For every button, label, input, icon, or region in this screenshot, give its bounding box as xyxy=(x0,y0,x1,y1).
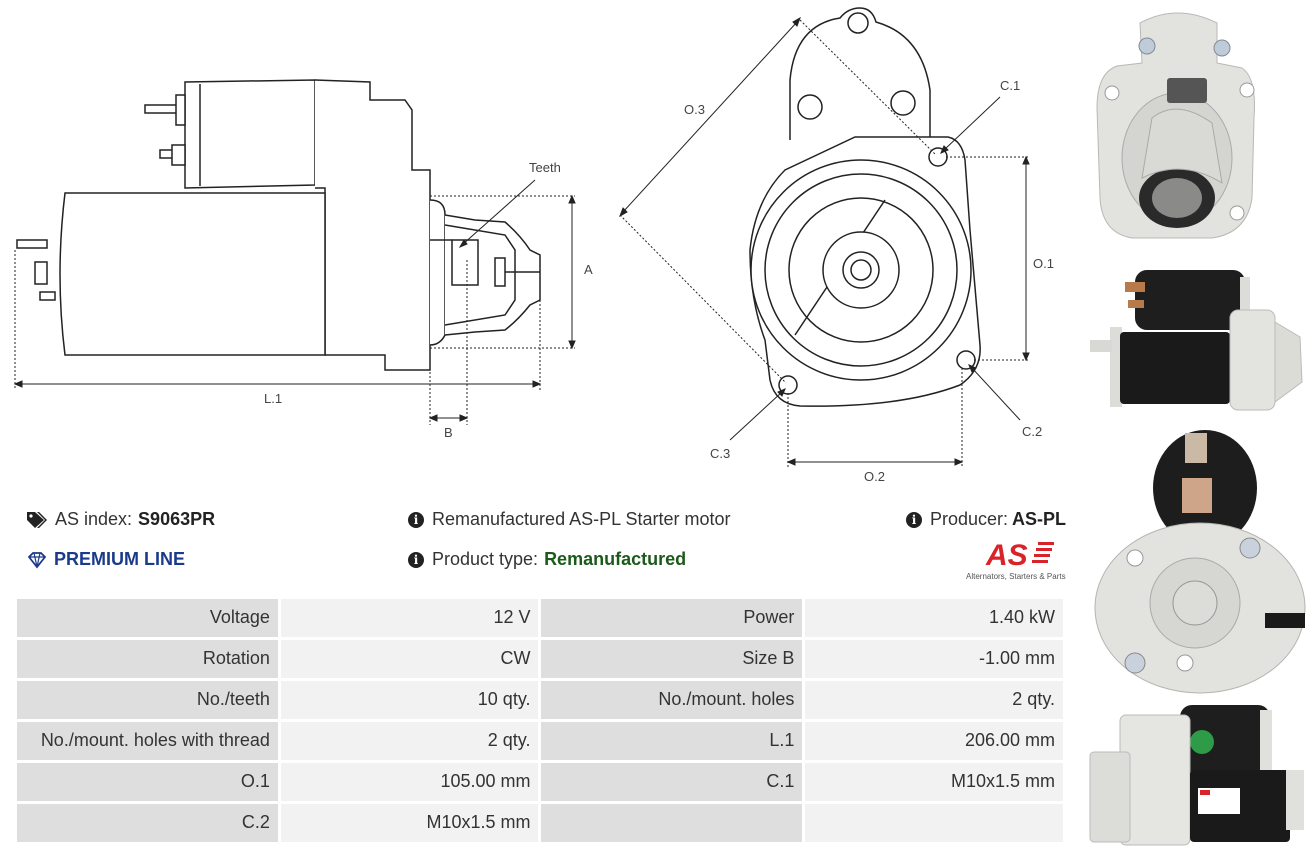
dimension-a-label: A xyxy=(584,262,593,277)
producer-label: Producer: xyxy=(930,509,1009,529)
product-photo-label-side[interactable] xyxy=(1089,700,1310,855)
product-type-value: Remanufactured xyxy=(544,549,687,569)
spec-value: 2 qty. xyxy=(802,678,1066,722)
dimension-c2-label: C.2 xyxy=(1022,424,1043,439)
dimension-c3-label: C.3 xyxy=(710,446,731,461)
as-index: AS index: S9063PR xyxy=(27,509,215,530)
spec-value: CW xyxy=(277,637,542,681)
as-logo-text: AS xyxy=(985,539,1028,572)
spec-name: O.1 xyxy=(14,760,281,804)
logo-tagline: Alternators, Starters & Parts xyxy=(966,572,1066,581)
producer-value: AS-PL xyxy=(1012,509,1067,529)
dimension-o1-label: O.1 xyxy=(1033,256,1054,271)
side-view-drawing xyxy=(13,79,576,425)
spec-name: Voltage xyxy=(14,596,281,640)
product-type-label: Product type: xyxy=(432,549,539,569)
spec-name: No./mount. holes xyxy=(538,678,806,722)
as-index-label: AS index: xyxy=(55,509,133,529)
spec-name: Rotation xyxy=(14,637,281,681)
spec-name: C.1 xyxy=(538,760,806,804)
product-photo-front[interactable] xyxy=(1092,8,1262,248)
spec-name: L.1 xyxy=(538,719,806,763)
tags-icon xyxy=(27,511,47,528)
dimension-o2-label: O.2 xyxy=(864,469,885,484)
spec-value: 12 V xyxy=(277,596,542,640)
spec-value: M10x1.5 mm xyxy=(277,801,542,845)
product-photo-side[interactable] xyxy=(1090,262,1310,417)
producer-logo: AS Alternators, Starters & Parts xyxy=(966,538,1070,584)
dimension-b-label: B xyxy=(444,425,453,440)
dimension-l1-label: L.1 xyxy=(264,391,283,406)
spec-name: No./teeth xyxy=(14,678,281,722)
spec-name: No./mount. holes with thread xyxy=(14,719,281,763)
spec-value: 1.40 kW xyxy=(802,596,1066,640)
spec-value: 2 qty. xyxy=(277,719,542,763)
as-index-value: S9063PR xyxy=(138,509,216,529)
info-icon: i xyxy=(408,511,424,528)
description-text: Remanufactured AS-PL Starter motor xyxy=(432,509,731,529)
spec-name xyxy=(538,801,806,845)
spec-value: 206.00 mm xyxy=(802,719,1066,763)
spec-name: Size B xyxy=(538,637,806,681)
as-logo-mark: AS xyxy=(985,539,1054,572)
spec-value xyxy=(802,801,1066,845)
front-view-drawing xyxy=(619,7,1030,468)
spec-value: 105.00 mm xyxy=(277,760,542,804)
dimension-c1-label: C.1 xyxy=(1000,78,1021,93)
info-icon: i xyxy=(408,551,424,568)
product-photo-rear[interactable] xyxy=(1090,428,1310,694)
product-type: i Product type: Remanufactured xyxy=(408,549,686,570)
diamond-icon xyxy=(27,551,47,568)
teeth-label: Teeth xyxy=(529,160,561,175)
product-description: i Remanufactured AS-PL Starter motor xyxy=(408,509,730,530)
spec-name: Power xyxy=(538,596,806,640)
premium-line: PREMIUM LINE xyxy=(27,549,185,570)
producer: i Producer: AS-PL xyxy=(906,509,1066,530)
premium-line-label: PREMIUM LINE xyxy=(54,549,186,569)
spec-value: 10 qty. xyxy=(277,678,542,722)
dimension-o3-label: O.3 xyxy=(684,102,705,117)
info-icon: i xyxy=(906,511,922,528)
spec-name: C.2 xyxy=(14,801,281,845)
spec-value: M10x1.5 mm xyxy=(802,760,1066,804)
spec-value: -1.00 mm xyxy=(802,637,1066,681)
